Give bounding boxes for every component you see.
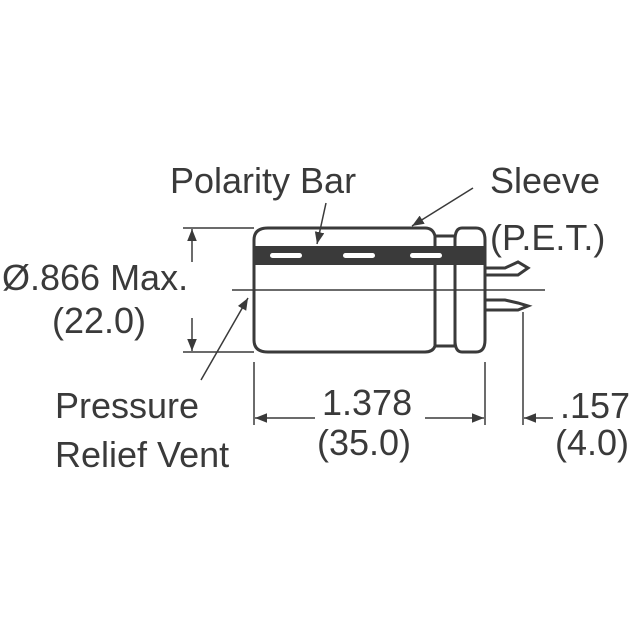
polarity-bar-leader [314,202,327,245]
sleeve-leader [411,187,474,227]
polarity-bar-label: Polarity Bar [170,160,356,201]
lead-length-dimension [522,312,553,425]
lead-spacing-label: .157 [560,385,630,426]
polarity-bar [255,246,485,265]
length-metric-label: (35.0) [317,422,411,463]
vent-label-line2: Relief Vent [55,434,229,475]
capacitor-body [252,226,487,354]
capacitor-leads [486,260,533,312]
diameter-dimension [183,227,254,353]
vent-leader [200,297,249,381]
vent-label-line1: Pressure [55,385,199,426]
diameter-label: Ø.866 Max. [2,257,188,298]
length-dimension [253,362,486,425]
length-label: 1.378 [322,382,412,423]
sleeve-label: Sleeve [490,160,600,201]
lead-spacing-metric-label: (4.0) [555,422,629,463]
diameter-metric-label: (22.0) [52,300,146,341]
sleeve-material-label: (P.E.T.) [490,217,605,258]
